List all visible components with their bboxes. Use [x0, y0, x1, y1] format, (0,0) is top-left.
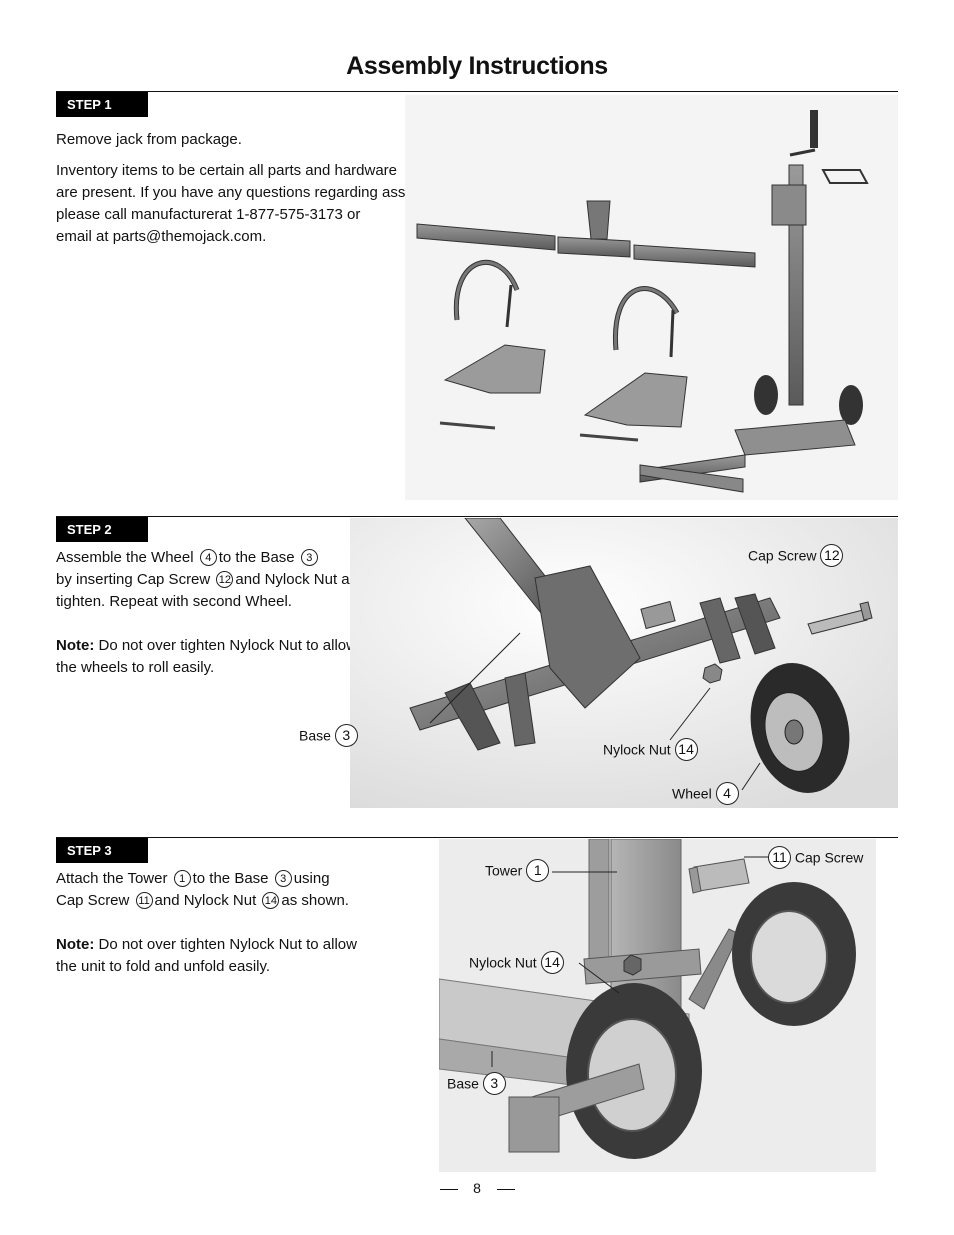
ref-number-base: 3 — [300, 549, 318, 566]
step-2-text-run: Assemble the Wheel — [56, 549, 194, 566]
note-text: Do not over tighten Nylock Nut to allow — [94, 637, 357, 654]
step-3-text-run: and Nylock Nut — [154, 892, 257, 909]
callout-label: Base — [299, 727, 331, 744]
footer-rule-left — [440, 1189, 458, 1190]
step-1-badge: STEP 1 — [56, 92, 148, 117]
callout-number: 4 — [715, 782, 739, 805]
callout-label: Nylock Nut — [469, 954, 537, 971]
step-3-text-run: as shown. — [281, 892, 349, 909]
callout-label: Cap Screw — [748, 547, 817, 564]
callout-label: Base — [447, 1075, 479, 1092]
callout-number: 14 — [674, 738, 698, 761]
page-number: 8 — [473, 1180, 481, 1196]
callout-label: Wheel — [672, 785, 712, 802]
ref-number-wheel: 4 — [199, 549, 217, 566]
callout-number: 11 — [768, 846, 791, 869]
step-2-note: Note: Do not over tighten Nylock Nut to … — [56, 635, 391, 657]
step-2-text-run: by inserting Cap Screw — [56, 571, 211, 588]
footer-rule-right — [497, 1189, 515, 1190]
callout-number: 3 — [334, 724, 358, 747]
step-3-note: Note: Do not over tighten Nylock Nut to … — [56, 934, 357, 956]
tower-assembly-illustration — [439, 839, 876, 1172]
section-divider — [56, 837, 898, 838]
step-3-text-run: using — [293, 870, 330, 887]
step-3-text-run: to the Base — [192, 870, 269, 887]
callout-number: 3 — [482, 1072, 506, 1095]
step-1-para-2-line-2: are present. If you have any questions r… — [56, 184, 449, 201]
step-1-para-2-line-3: please call manufacturerat 1-877-575-317… — [56, 206, 361, 223]
callout-label: Tower — [485, 862, 523, 879]
callout-label: Nylock Nut — [603, 741, 671, 758]
note-label: Note: — [56, 637, 95, 654]
step-1-text: Remove jack from package. Inventory item… — [56, 129, 448, 248]
callout-nylock-nut: Nylock Nut 14 — [603, 738, 698, 761]
step-2-text-run: to the Base — [218, 549, 295, 566]
step-1-para-2-line-1: Inventory items to be certain all parts … — [56, 162, 398, 179]
callout-tower: Tower 1 — [485, 859, 550, 882]
step-2-line-3: tighten. Repeat with second Wheel. — [56, 593, 292, 610]
step-2-text-run: and Nylock Nut and — [235, 571, 367, 588]
section-divider — [56, 91, 898, 92]
ref-number-nylock-nut: 14 — [262, 892, 280, 909]
note-text: Do not over tighten Nylock Nut to allow — [94, 936, 357, 953]
parts-inventory-illustration — [405, 95, 898, 500]
step-3-text-run: Attach the Tower — [56, 870, 168, 887]
callout-base: Base 3 — [299, 724, 358, 747]
step-2-note-line-2: the wheels to roll easily. — [56, 659, 215, 676]
step-3-note-line-2: the unit to fold and unfold easily. — [56, 958, 271, 975]
note-label: Note: — [56, 936, 95, 953]
ref-number-tower: 1 — [173, 870, 191, 887]
step-1-para-1: Remove jack from package. — [56, 131, 242, 148]
step-1-para-2-line-4: email at parts@themojack.com. — [56, 228, 267, 245]
callout-nylock-nut: Nylock Nut 14 — [469, 951, 564, 974]
wheel-assembly-illustration — [350, 518, 898, 808]
callout-wheel: Wheel 4 — [672, 782, 739, 805]
ref-number-cap-screw: 12 — [216, 571, 234, 588]
callout-number: 1 — [526, 859, 550, 882]
callout-base: Base 3 — [447, 1072, 506, 1095]
step-3-badge: STEP 3 — [56, 838, 148, 863]
callout-cap-screw: 11 Cap Screw — [768, 846, 863, 869]
step-2-badge: STEP 2 — [56, 517, 148, 542]
page-title: Assembly Instructions — [346, 52, 608, 80]
section-divider — [56, 516, 898, 517]
callout-number: 12 — [820, 544, 844, 567]
callout-label: Cap Screw — [794, 849, 864, 866]
callout-cap-screw: Cap Screw 12 — [748, 544, 844, 567]
step-3-text-run: Cap Screw — [56, 892, 130, 909]
callout-number: 14 — [540, 951, 564, 974]
ref-number-cap-screw: 11 — [135, 892, 153, 909]
ref-number-base: 3 — [274, 870, 292, 887]
